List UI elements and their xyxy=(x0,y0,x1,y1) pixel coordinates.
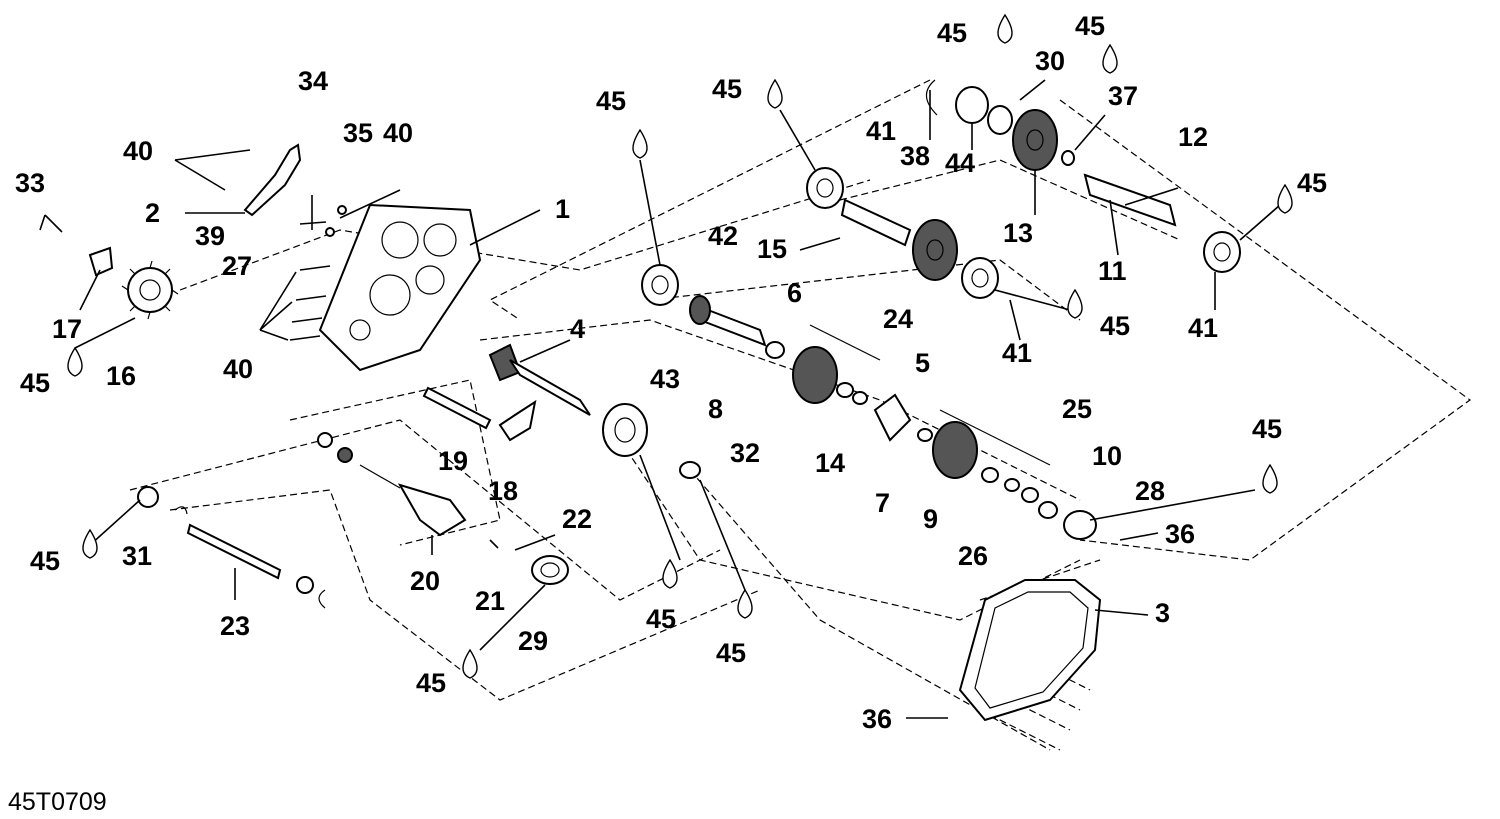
needle-bearing xyxy=(489,534,569,585)
callout-34: 34 xyxy=(298,66,328,96)
callout-40-top: 40 xyxy=(383,118,413,148)
drop-icon xyxy=(67,346,83,377)
callout-17: 17 xyxy=(52,314,82,344)
idler-shaft-group xyxy=(799,167,1071,311)
callout-18: 18 xyxy=(488,476,518,506)
callout-44: 44 xyxy=(945,148,975,178)
callout-24: 24 xyxy=(883,304,913,334)
transmission-case xyxy=(318,203,541,372)
input-shaft-group xyxy=(422,339,591,442)
callout-35: 35 xyxy=(343,118,373,148)
callout-41-mid: 41 xyxy=(1002,338,1032,368)
drop-icon xyxy=(632,128,648,159)
callout-26: 26 xyxy=(958,541,988,571)
callout-45: 45 xyxy=(1297,168,1327,198)
callout-37: 37 xyxy=(1108,81,1138,111)
case-fasteners xyxy=(259,189,401,341)
callout-33: 33 xyxy=(15,168,45,198)
drop-icon xyxy=(1102,43,1118,74)
bearing-43 xyxy=(602,403,701,479)
lube-leader-lines xyxy=(89,109,1281,651)
callout-36-upper: 36 xyxy=(1165,519,1195,549)
callout-16: 16 xyxy=(106,361,136,391)
diagram-code: 45T0709 xyxy=(8,788,107,816)
drop-icon xyxy=(462,648,478,679)
callout-42: 42 xyxy=(708,221,738,251)
lube-drops xyxy=(67,13,1293,679)
callout-10: 10 xyxy=(1092,441,1122,471)
drop-icon xyxy=(997,13,1013,44)
callout-7: 7 xyxy=(875,488,890,518)
callout-45: 45 xyxy=(596,86,626,116)
callout-32: 32 xyxy=(730,438,760,468)
shift-fork-shaft-group xyxy=(317,432,467,555)
callout-2: 2 xyxy=(145,198,160,228)
drop-icon xyxy=(82,528,98,559)
callout-45: 45 xyxy=(30,546,60,576)
callout-36-lower: 36 xyxy=(862,704,892,734)
output-gear-shaft-group xyxy=(925,79,1241,273)
callout-6: 6 xyxy=(787,278,802,308)
callout-40-left: 40 xyxy=(123,136,153,166)
callout-3: 3 xyxy=(1155,598,1170,628)
callout-22: 22 xyxy=(562,504,592,534)
callout-45: 45 xyxy=(712,74,742,104)
callout-21: 21 xyxy=(475,586,505,616)
callout-12: 12 xyxy=(1178,122,1208,152)
drop-icon xyxy=(737,588,753,619)
callout-41-right: 41 xyxy=(1188,313,1218,343)
callout-13: 13 xyxy=(1003,218,1033,248)
drop-icon xyxy=(767,78,783,109)
callout-41-top: 41 xyxy=(866,116,896,146)
callout-23: 23 xyxy=(220,611,250,641)
callout-5: 5 xyxy=(915,348,930,378)
callout-38: 38 xyxy=(900,141,930,171)
callout-29: 29 xyxy=(518,626,548,656)
callout-31: 31 xyxy=(122,541,152,571)
callout-45: 45 xyxy=(1075,11,1105,41)
callout-25: 25 xyxy=(1062,394,1092,424)
drop-icon xyxy=(662,558,678,589)
callout-45: 45 xyxy=(937,18,967,48)
shift-arm xyxy=(174,143,302,217)
callout-8: 8 xyxy=(708,394,723,424)
output-shaft xyxy=(137,486,326,609)
callout-45: 45 xyxy=(1252,414,1282,444)
callout-15: 15 xyxy=(757,234,787,264)
drop-icon xyxy=(1067,288,1083,319)
callout-45: 45 xyxy=(1100,311,1130,341)
callout-45: 45 xyxy=(416,668,446,698)
callout-14: 14 xyxy=(815,448,845,478)
drop-icon xyxy=(1277,183,1293,214)
callout-30: 30 xyxy=(1035,46,1065,76)
callout-1: 1 xyxy=(555,194,570,224)
callout-19: 19 xyxy=(438,446,468,476)
drop-icon xyxy=(1262,463,1278,494)
drive-sprocket xyxy=(39,214,179,349)
part-callouts: 1 2 3 4 5 6 7 8 9 10 11 12 13 14 15 16 1… xyxy=(15,11,1327,734)
side-cover-gasket xyxy=(906,532,1159,722)
callout-45: 45 xyxy=(20,368,50,398)
callout-45: 45 xyxy=(646,604,676,634)
callout-45: 45 xyxy=(716,638,746,668)
callout-28: 28 xyxy=(1135,476,1165,506)
countershaft-gears xyxy=(641,264,1097,540)
callout-40-bottom: 40 xyxy=(223,354,253,384)
callout-9: 9 xyxy=(923,504,938,534)
callout-39: 39 xyxy=(195,221,225,251)
callout-11: 11 xyxy=(1098,256,1127,286)
callout-4: 4 xyxy=(570,314,585,344)
callout-27: 27 xyxy=(222,251,252,281)
callout-20: 20 xyxy=(410,566,440,596)
callout-43: 43 xyxy=(650,364,680,394)
